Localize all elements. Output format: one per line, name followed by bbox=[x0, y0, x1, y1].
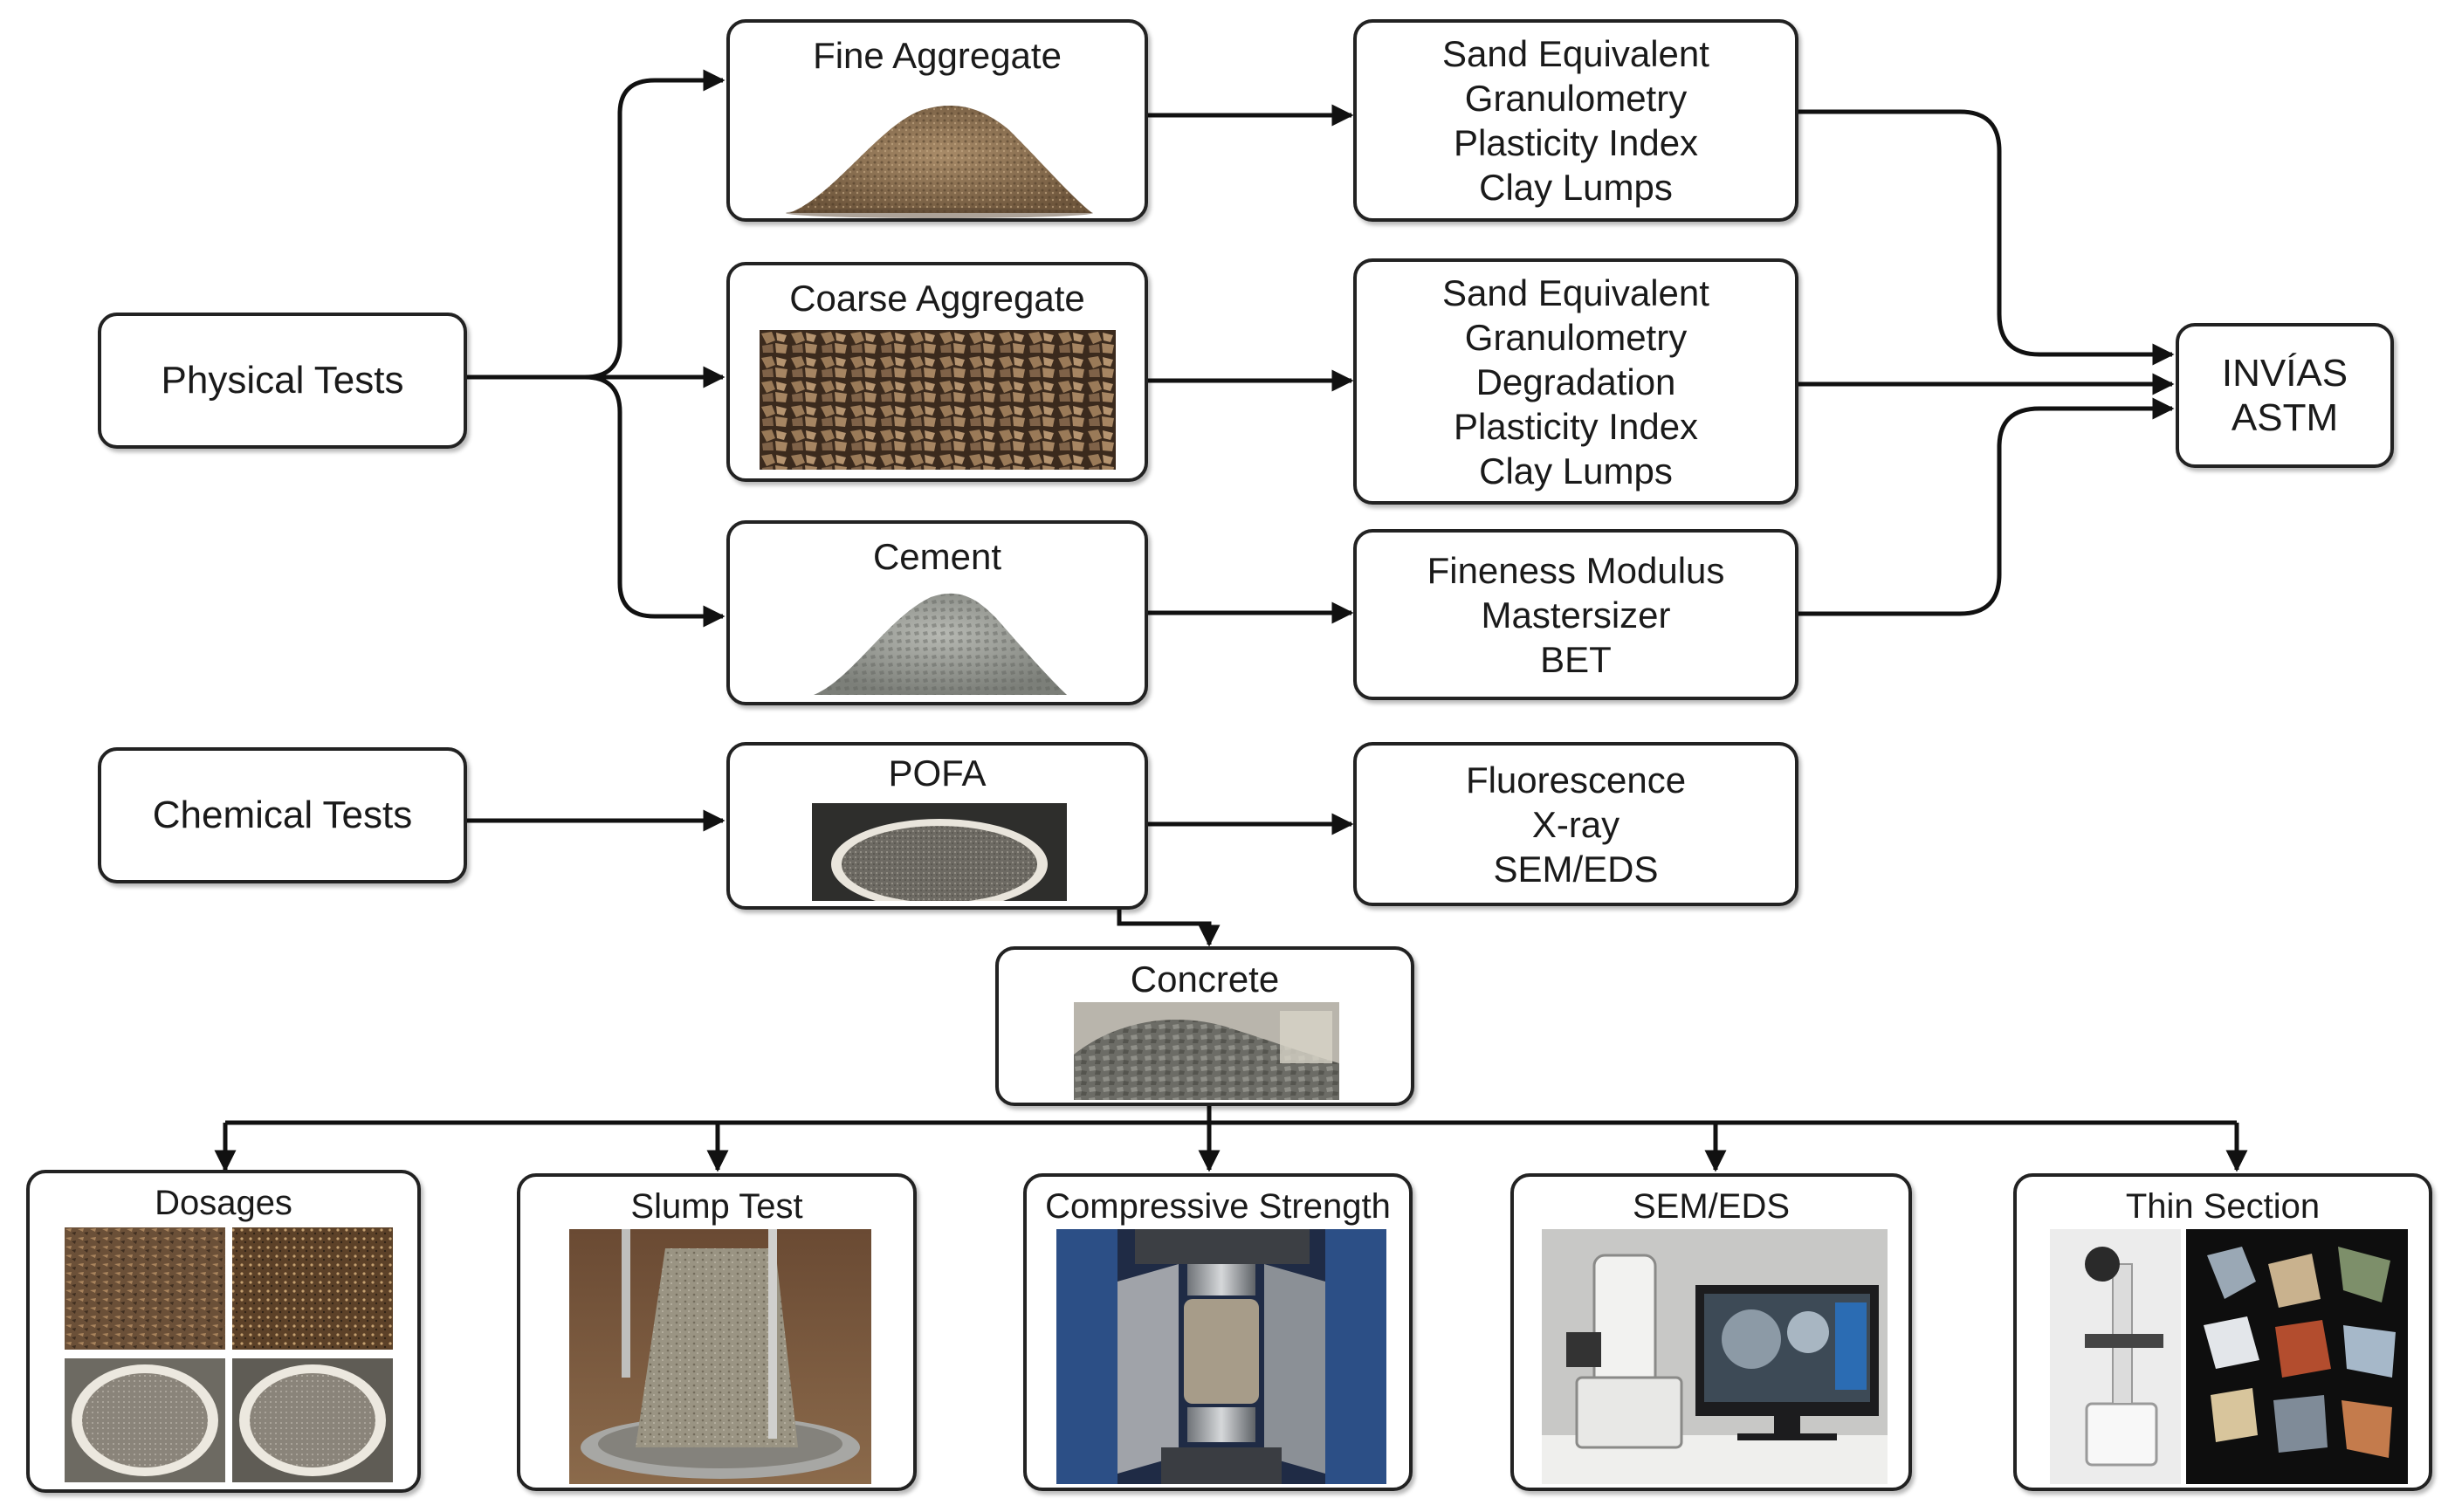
arrow-cement-tests-to-standards bbox=[1798, 397, 2175, 616]
fine-aggregate-tests-box: Sand Equivalent Granulometry Plasticity … bbox=[1353, 19, 1798, 222]
coarse-aggregate-gravel-image bbox=[760, 330, 1116, 470]
fine-aggregate-box: Fine Aggregate bbox=[726, 19, 1148, 222]
sem-eds-title: SEM/EDS bbox=[1632, 1187, 1791, 1226]
dosages-box: Dosages bbox=[26, 1170, 421, 1493]
test-item: Mastersizer bbox=[1481, 594, 1671, 636]
slump-test-image bbox=[569, 1229, 871, 1484]
dosages-title: Dosages bbox=[155, 1184, 292, 1222]
concrete-image bbox=[1074, 1002, 1339, 1100]
chemical-tests-label: Chemical Tests bbox=[152, 793, 413, 836]
compressive-strength-title: Compressive Strength bbox=[1045, 1187, 1391, 1226]
standards-box: INVÍAS ASTM bbox=[2176, 323, 2394, 468]
dosages-samples-image bbox=[65, 1227, 393, 1482]
test-item: Sand Equivalent bbox=[1442, 33, 1709, 74]
coarse-aggregate-title: Coarse Aggregate bbox=[789, 278, 1085, 319]
thin-section-box: Thin Section bbox=[2013, 1173, 2432, 1491]
test-item: Granulometry bbox=[1464, 78, 1688, 119]
fine-aggregate-title: Fine Aggregate bbox=[813, 35, 1062, 76]
standard-invias: INVÍAS bbox=[2221, 352, 2348, 395]
test-item: BET bbox=[1540, 638, 1612, 680]
thin-section-title: Thin Section bbox=[2125, 1187, 2321, 1226]
test-item: Clay Lumps bbox=[1479, 167, 1673, 208]
arrow-pofa-to-concrete bbox=[1117, 908, 1221, 947]
pofa-title: POFA bbox=[888, 753, 987, 794]
chemical-tests-box: Chemical Tests bbox=[98, 747, 467, 883]
sem-eds-microscope-image bbox=[1542, 1229, 1888, 1484]
pofa-dish-image bbox=[812, 803, 1067, 901]
test-item: SEM/EDS bbox=[1493, 848, 1659, 890]
compressive-strength-box: Compressive Strength bbox=[1023, 1173, 1413, 1491]
slump-test-title: Slump Test bbox=[630, 1187, 803, 1226]
physical-tests-box: Physical Tests bbox=[98, 313, 467, 449]
physical-tests-label: Physical Tests bbox=[161, 358, 404, 402]
standard-astm: ASTM bbox=[2231, 396, 2339, 439]
compressive-strength-press-image bbox=[1056, 1229, 1386, 1484]
test-item: X-ray bbox=[1531, 803, 1620, 845]
thin-section-image bbox=[2050, 1229, 2408, 1484]
fine-aggregate-pile-image bbox=[786, 105, 1093, 218]
test-item: Sand Equivalent bbox=[1442, 271, 1709, 313]
concrete-box: Concrete bbox=[995, 946, 1414, 1106]
slump-test-box: Slump Test bbox=[517, 1173, 917, 1491]
arrow-physical-to-fine bbox=[467, 69, 725, 380]
coarse-aggregate-tests-box: Sand Equivalent Granulometry Degradation… bbox=[1353, 258, 1798, 505]
test-item: Fineness Modulus bbox=[1427, 549, 1725, 591]
pofa-tests-box: Fluorescence X-ray SEM/EDS bbox=[1353, 742, 1798, 906]
test-item: Clay Lumps bbox=[1479, 450, 1673, 491]
cement-box: Cement bbox=[726, 520, 1148, 705]
sem-eds-box: SEM/EDS bbox=[1510, 1173, 1912, 1491]
coarse-aggregate-box: Coarse Aggregate bbox=[726, 262, 1148, 482]
concrete-title: Concrete bbox=[1130, 959, 1280, 1000]
test-item: Plasticity Index bbox=[1453, 122, 1699, 163]
arrow-physical-to-cement bbox=[584, 375, 725, 628]
test-item: Plasticity Index bbox=[1453, 405, 1699, 447]
cement-title: Cement bbox=[872, 536, 1002, 577]
test-item: Degradation bbox=[1475, 361, 1676, 402]
test-item: Fluorescence bbox=[1465, 759, 1687, 801]
pofa-box: POFA bbox=[726, 742, 1148, 910]
cement-tests-box: Fineness Modulus Mastersizer BET bbox=[1353, 529, 1798, 700]
test-item: Granulometry bbox=[1464, 316, 1688, 358]
cement-pile-image bbox=[814, 593, 1067, 695]
arrow-fine-tests-to-standards bbox=[1798, 109, 2175, 366]
